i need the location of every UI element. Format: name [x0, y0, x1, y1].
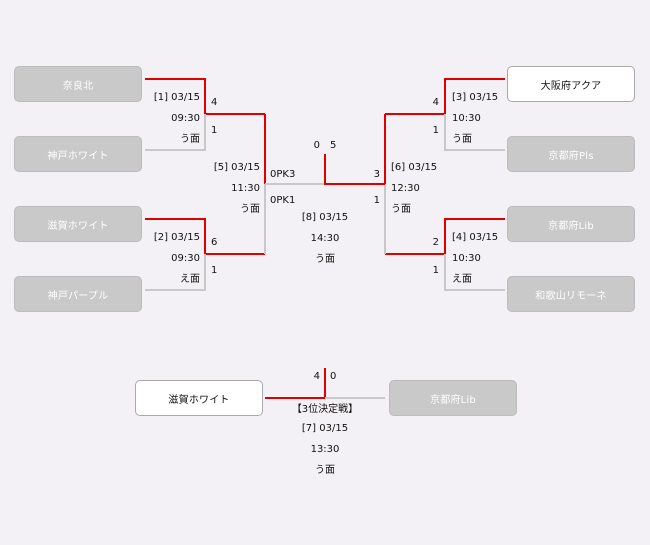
lines-semifinal-left	[264, 114, 325, 254]
team-kyoto-lib[interactable]: 京都府Lib	[507, 206, 635, 242]
team-shiga-white[interactable]: 滋賀ホワイト	[14, 206, 142, 242]
final-no: [8] 03/15	[301, 212, 349, 223]
team-kyoto-pls[interactable]: 京都府Pls	[507, 136, 635, 172]
match1-no: [1] 03/15	[153, 92, 200, 103]
match3-court: う面	[452, 134, 472, 145]
match4-score-bottom: 1	[432, 265, 439, 276]
third-no: [7] 03/15	[301, 423, 349, 434]
match5-pk-bottom: 0PK1	[270, 195, 296, 206]
match5-no: [5] 03/15	[213, 162, 260, 173]
match3-score-top: 4	[432, 97, 439, 108]
line-wakayama-lose	[444, 254, 505, 291]
team-wakayama-rimone[interactable]: 和歌山リモーネ	[507, 276, 635, 312]
match4-no: [4] 03/15	[452, 232, 499, 243]
line-kyoto-pls-lose	[444, 114, 505, 151]
line-kobe-purple-lose	[145, 254, 206, 291]
match2-no: [2] 03/15	[153, 232, 200, 243]
final-score-right: 5	[330, 140, 337, 151]
match3-no: [3] 03/15	[452, 92, 499, 103]
team-kobe-white[interactable]: 神戸ホワイト	[14, 136, 142, 172]
lines-third-place	[265, 368, 385, 399]
final-time: 14:30	[310, 233, 340, 244]
match1-score-top: 4	[211, 97, 218, 108]
final-court: う面	[315, 254, 335, 265]
line-kobe-white-lose	[145, 114, 206, 151]
match2-court: え面	[180, 274, 200, 285]
match5-court: う面	[240, 204, 260, 215]
match6-time: 12:30	[391, 183, 420, 194]
match6-no: [6] 03/15	[391, 162, 438, 173]
third-time: 13:30	[310, 444, 340, 455]
third-score-left: 4	[313, 371, 320, 382]
match4-court: え面	[452, 274, 472, 285]
match2-time: 09:30	[171, 253, 200, 264]
match2-score-bottom: 1	[211, 265, 218, 276]
lines-semifinal-right	[324, 114, 386, 254]
line-nara-kita-win	[145, 78, 265, 115]
match4-score-top: 2	[432, 237, 439, 248]
third-court: う面	[315, 465, 335, 476]
line-kyoto-lib-win	[385, 218, 505, 255]
lines-quarterfinal-1	[145, 78, 265, 151]
match6-court: う面	[391, 204, 411, 215]
match1-score-bottom: 1	[211, 125, 218, 136]
team-third-left[interactable]: 滋賀ホワイト	[135, 380, 263, 416]
match3-score-bottom: 1	[432, 125, 439, 136]
line-shiga-white-win	[145, 218, 265, 255]
lines-quarterfinal-2	[145, 218, 265, 291]
lines-quarterfinal-4	[385, 218, 505, 291]
match6-score-top: 3	[373, 169, 380, 180]
final-score-left: 0	[313, 140, 320, 151]
line-final-right-win	[324, 154, 385, 185]
team-kobe-purple[interactable]: 神戸パープル	[14, 276, 142, 312]
match1-time: 09:30	[171, 113, 200, 124]
third-place-title: 【3位決定戦】	[291, 404, 359, 415]
third-score-right: 0	[330, 371, 337, 382]
match2-score-top: 6	[211, 237, 218, 248]
match6-score-bottom: 1	[373, 195, 380, 206]
team-osaka-aqua[interactable]: 大阪府アクア	[507, 66, 635, 102]
match4-time: 10:30	[452, 253, 481, 264]
team-nara-kita[interactable]: 奈良北	[14, 66, 142, 102]
match5-pk-top: 0PK3	[270, 169, 296, 180]
team-third-right[interactable]: 京都府Lib	[389, 380, 517, 416]
match5-time: 11:30	[231, 183, 260, 194]
match1-court: う面	[180, 134, 200, 145]
match3-time: 10:30	[452, 113, 481, 124]
line-osaka-aqua-win	[385, 78, 505, 115]
lines-quarterfinal-3	[385, 78, 505, 151]
